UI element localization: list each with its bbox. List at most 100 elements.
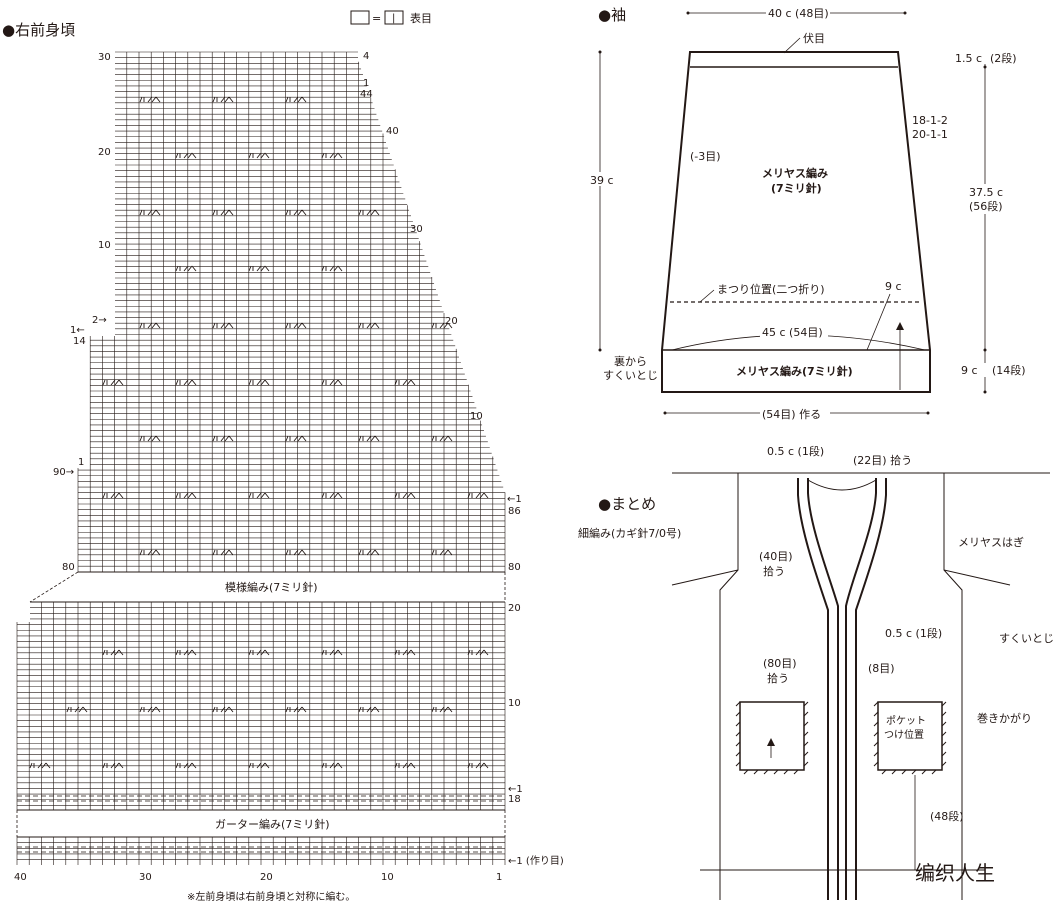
cable-symbol: [321, 649, 343, 656]
label-bg: [588, 172, 618, 186]
column-mark: 20: [260, 872, 273, 883]
cable-symbol: [248, 265, 270, 272]
decrease-label: (-3目): [690, 150, 721, 163]
cable-symbol: [358, 706, 380, 713]
legend-equals: =: [372, 12, 381, 25]
band-height: 1.5 c: [955, 52, 982, 65]
cable-symbol: [102, 492, 124, 499]
cable-symbol: [139, 706, 161, 713]
cable-symbol: [102, 762, 124, 769]
cable-symbol: [285, 96, 307, 103]
cable-symbol: [175, 649, 197, 656]
cable-symbol: [212, 435, 234, 442]
cable-symbol: [175, 265, 197, 272]
cable-symbol: [248, 762, 270, 769]
leader: [866, 293, 891, 351]
row-mark: ←1 (作り目): [508, 855, 564, 867]
sleeve-outline: [661, 51, 931, 393]
row-mark: 10: [508, 698, 521, 709]
row-mark: 10: [470, 411, 483, 422]
chart-grid-upper: [77, 51, 506, 573]
body-height: 37.5 c: [969, 186, 1003, 199]
pocket-right-stitching: [873, 701, 947, 775]
cable-symbol: [102, 379, 124, 386]
label-bg: [766, 5, 830, 19]
cable-symbol: [394, 379, 416, 386]
neck-band: [797, 478, 839, 900]
row-mark: 2→: [92, 315, 107, 326]
cable-symbol: [394, 492, 416, 499]
cable-symbol: [212, 706, 234, 713]
row-mark: 4: [363, 51, 369, 62]
band-dash: [29, 571, 79, 603]
fold-label: まつり位置(二つ折り): [717, 282, 825, 296]
neck-pick: (22目) 拾う: [853, 453, 912, 467]
column-mark: 30: [139, 872, 152, 883]
dim-end: [598, 50, 602, 54]
chart-symbols: [29, 96, 489, 769]
cable-symbol: [321, 492, 343, 499]
row-mark: 18: [508, 794, 521, 805]
row-mark: 44: [360, 89, 373, 100]
row-mark: ←1: [507, 494, 522, 505]
side-seam: すくいとじ: [999, 632, 1054, 645]
legend-symbol-square: [384, 10, 404, 25]
lower-pick: 拾う: [767, 671, 789, 685]
assembly-title: ●まとめ: [598, 495, 656, 513]
row-mark: 10: [98, 240, 111, 251]
label-bg: [950, 50, 1020, 64]
front-pick: 拾う: [763, 564, 785, 578]
cable-symbol: [248, 152, 270, 159]
assembly-diagram: ●まとめ 細編み(カギ針7/0号) 0.5 c (1段) (22目) 拾う メリ…: [578, 444, 1054, 900]
label-bg: [760, 406, 830, 420]
cable-symbol: [321, 265, 343, 272]
knitting-chart: ●右前身頃 = | 表目 模様編み(7ミリ針) ガーター編み(7ミリ針) 30 …: [2, 10, 564, 903]
cable-symbol: [29, 762, 51, 769]
front-pick: (40目): [759, 550, 793, 563]
cable-symbol: [285, 706, 307, 713]
body-outline: [671, 473, 1011, 900]
row-mark: 20: [98, 147, 111, 158]
garter-stitch-label: ガーター編み(7ミリ針): [215, 817, 330, 831]
stitch-label: メリヤス編み: [762, 166, 828, 180]
cable-symbol: [321, 379, 343, 386]
whip-label: 巻きかがり: [977, 711, 1032, 725]
cable-symbol: [139, 549, 161, 556]
label-bg: [958, 363, 1022, 377]
cable-symbol: [102, 649, 124, 656]
cable-symbol: [321, 762, 343, 769]
needle-label: (7ミリ針): [771, 181, 822, 195]
seam-label: すくいとじ: [603, 369, 658, 382]
cable-symbol: [467, 649, 489, 656]
arrow-head: [767, 738, 775, 746]
dim-end: [598, 348, 602, 352]
pocket-left-stitching: [735, 701, 809, 775]
row-mark: 14: [73, 336, 86, 347]
bind-off-label: 伏目: [803, 31, 825, 45]
legend-text: 表目: [410, 11, 432, 25]
pocket-label: ポケット: [886, 715, 926, 727]
sleeve-top-width: 40 c (48目): [768, 7, 829, 20]
label-bg: [760, 325, 828, 339]
pocket-rows: (48段): [930, 809, 964, 823]
cable-symbol: [358, 549, 380, 556]
row-mark: 86: [508, 506, 521, 517]
cable-symbol: [248, 649, 270, 656]
dim-end: [663, 411, 667, 415]
row-mark: 20: [445, 316, 458, 327]
cable-symbol: [175, 152, 197, 159]
cable-symbol: [66, 706, 88, 713]
label-bg: [966, 184, 1008, 214]
row-mark: 1: [363, 78, 369, 89]
column-mark: 10: [381, 872, 394, 883]
sleeve-title: ●袖: [598, 6, 626, 24]
cable-symbol: [358, 209, 380, 216]
cable-symbol: [431, 435, 453, 442]
row-mark: 80: [62, 562, 75, 573]
neck-edge: 0.5 c (1段): [767, 444, 824, 458]
legend-empty-square: [350, 10, 370, 25]
dim-end: [983, 65, 987, 69]
seam-label: 裏から: [614, 354, 647, 368]
front-edge: 0.5 c (1段): [885, 626, 942, 640]
